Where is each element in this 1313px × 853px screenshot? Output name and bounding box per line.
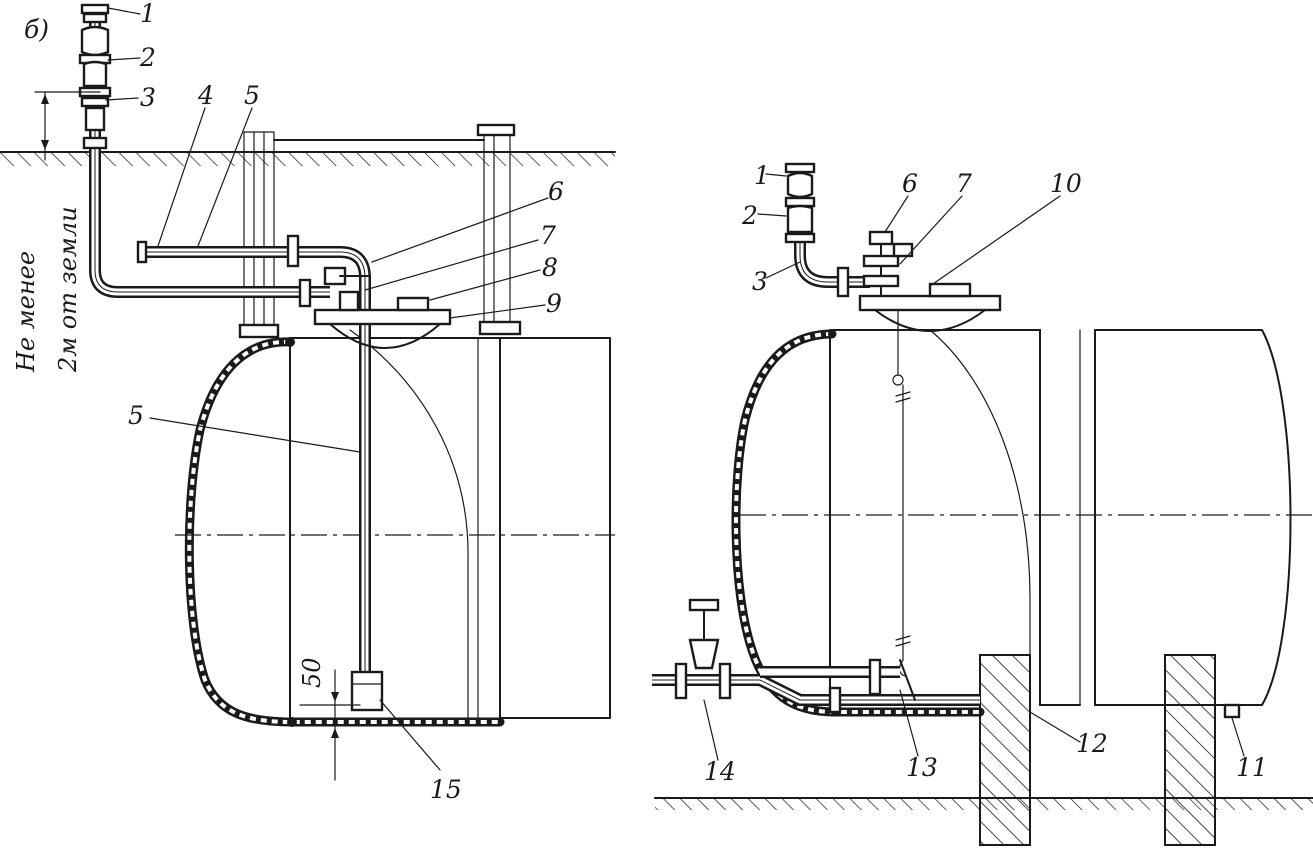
label-right-6: 6 <box>902 169 918 198</box>
label-right-1: 1 <box>754 161 770 190</box>
label-left-1: 1 <box>140 0 156 28</box>
label-left-3: 3 <box>140 83 156 112</box>
label-right-7: 7 <box>956 169 972 198</box>
label-right-11: 11 <box>1236 753 1268 782</box>
label-right-12: 12 <box>1076 729 1108 758</box>
vent-pipe-left <box>136 234 384 712</box>
outlet-pipe-right <box>652 598 980 714</box>
label-right-13: 13 <box>906 753 938 782</box>
underground-tank-left <box>175 329 615 727</box>
label-right-10: 10 <box>1050 169 1082 198</box>
left-panel-underground-tank: б) 1 2 3 4 5 6 7 8 9 5 15 50 Не менее 2м… <box>0 0 616 804</box>
leaders-right <box>703 173 1245 761</box>
concrete-supports <box>979 654 1216 846</box>
height-dimension <box>34 91 101 161</box>
dimension-50 <box>299 669 361 781</box>
filling-pipe-left <box>78 3 330 298</box>
label-left-6: 6 <box>548 177 564 206</box>
label-right-14: 14 <box>704 757 736 786</box>
label-left-2: 2 <box>139 43 156 72</box>
vertical-note-line1: Не менее <box>12 251 40 373</box>
label-left-9: 9 <box>546 289 562 318</box>
right-panel-above-ground-tank: 1 2 3 6 7 10 14 13 12 11 <box>652 161 1313 846</box>
label-left-4: 4 <box>197 81 214 110</box>
vertical-risers-left <box>238 123 522 339</box>
manhole-cover-left <box>313 266 452 349</box>
top-fittings-right <box>858 230 1002 332</box>
leaders-left <box>105 7 549 771</box>
label-left-15: 15 <box>430 775 462 804</box>
filling-pipe-right <box>784 162 870 298</box>
label-left-5-mid: 5 <box>128 401 144 430</box>
vertical-note-line2: 2м от земли <box>54 206 82 373</box>
dimension-50-label: 50 <box>298 657 326 688</box>
ground-surface-left <box>0 151 616 166</box>
vault-box-left <box>273 139 501 721</box>
level-gauge-rod <box>892 309 911 677</box>
panel-mark: б) <box>24 15 49 44</box>
label-right-2: 2 <box>741 201 758 230</box>
label-left-5-top: 5 <box>244 81 260 110</box>
label-left-8: 8 <box>542 253 558 282</box>
label-left-7: 7 <box>540 221 556 250</box>
label-right-3: 3 <box>752 267 768 296</box>
